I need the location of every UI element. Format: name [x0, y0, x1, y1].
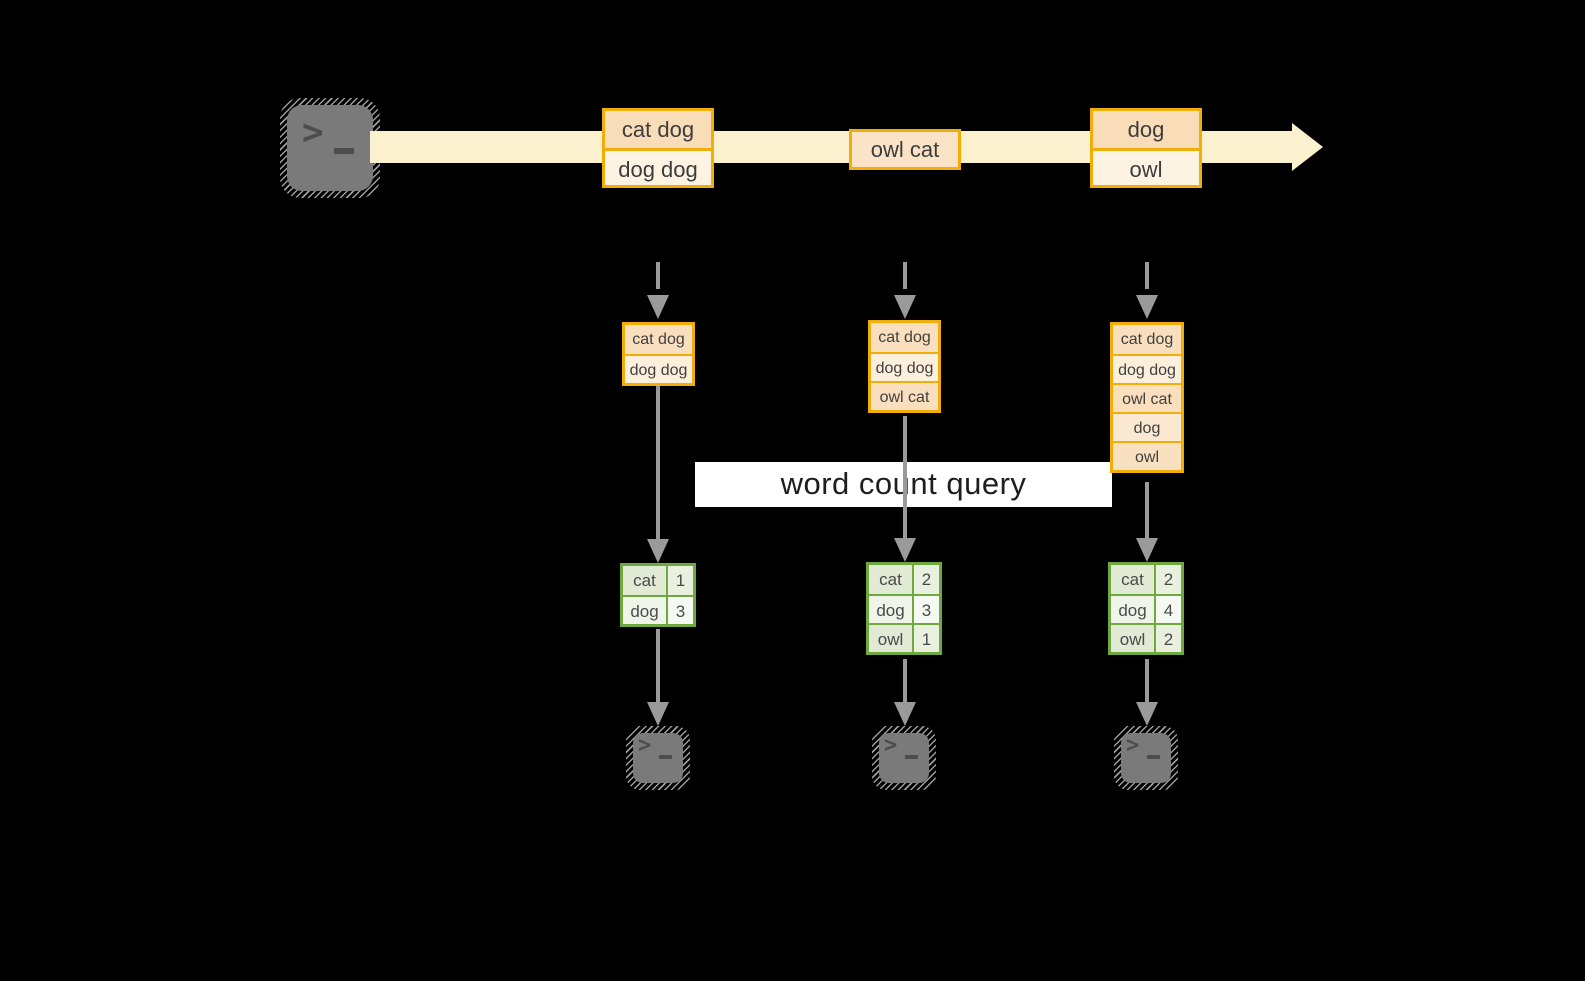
count-cell: 1	[914, 625, 939, 652]
count-cell: 2	[914, 565, 939, 594]
state-box-2: cat dog dog dog owl cat	[868, 320, 941, 413]
state-row: cat dog	[871, 323, 938, 352]
dashed-down-arrow-1	[646, 262, 669, 319]
down-arrow-table-to-consumer-3	[1135, 659, 1158, 726]
arrow-line	[655, 629, 660, 702]
table-row: owl 2	[1111, 623, 1181, 652]
message-row: owl	[1093, 148, 1199, 185]
state-row: dog dog	[1113, 354, 1181, 383]
table-row: cat 2	[869, 565, 939, 594]
word-cell: dog	[1111, 596, 1156, 623]
arrowhead-icon	[893, 702, 916, 726]
down-arrow-table-to-consumer-1	[646, 629, 669, 726]
word-cell: dog	[623, 597, 668, 624]
dashed-down-arrow-3	[1135, 262, 1158, 319]
arrow-line	[655, 386, 660, 539]
state-row: owl	[1113, 441, 1181, 470]
terminal-screen	[1121, 733, 1171, 783]
table-row: dog 3	[623, 595, 693, 624]
down-arrow-state-to-table-1	[646, 386, 669, 563]
state-row: dog dog	[625, 354, 692, 383]
arrowhead-icon	[893, 295, 916, 319]
state-row: dog	[1113, 412, 1181, 441]
arrowhead-icon	[1135, 295, 1158, 319]
down-arrow-table-to-consumer-2	[893, 659, 916, 726]
count-cell: 2	[1156, 565, 1181, 594]
table-row: dog 4	[1111, 594, 1181, 623]
count-cell: 4	[1156, 596, 1181, 623]
stream-message-box-3: dog owl	[1090, 108, 1202, 188]
count-cell: 3	[914, 596, 939, 623]
state-row: owl cat	[1113, 383, 1181, 412]
dash-segment	[655, 262, 660, 289]
arrow-line	[902, 659, 907, 702]
arrowhead-icon	[646, 702, 669, 726]
arrow-line	[902, 416, 907, 538]
table-row: owl 1	[869, 623, 939, 652]
arrowhead-icon	[893, 538, 916, 562]
dashed-down-arrow-2	[893, 262, 916, 319]
dash-segment	[1144, 262, 1149, 289]
word-cell: cat	[1111, 565, 1156, 594]
prompt-underscore-icon	[334, 148, 354, 154]
terminal-screen	[287, 105, 373, 191]
table-row: cat 1	[623, 566, 693, 595]
prompt-underscore-icon	[1147, 755, 1160, 759]
count-cell: 2	[1156, 625, 1181, 652]
arrow-line	[1144, 659, 1149, 702]
prompt-chevron-icon: >	[302, 112, 324, 153]
state-row: owl cat	[871, 381, 938, 410]
prompt-underscore-icon	[905, 755, 918, 759]
stream-arrowhead-icon	[1292, 123, 1323, 171]
state-box-1: cat dog dog dog	[622, 322, 695, 386]
down-arrow-state-to-table-2	[893, 416, 916, 562]
terminal-screen	[879, 733, 929, 783]
word-cell: owl	[869, 625, 914, 652]
word-count-table-1: cat 1 dog 3	[620, 563, 696, 627]
arrowhead-icon	[646, 295, 669, 319]
message-row: dog	[1093, 111, 1199, 148]
consumer-terminal-icon-1: >	[626, 726, 690, 790]
down-arrow-state-to-table-3	[1135, 482, 1158, 562]
state-row: cat dog	[1113, 325, 1181, 354]
arrowhead-icon	[1135, 538, 1158, 562]
word-cell: dog	[869, 596, 914, 623]
state-box-3: cat dog dog dog owl cat dog owl	[1110, 322, 1184, 473]
prompt-chevron-icon: >	[638, 733, 652, 758]
word-count-table-3: cat 2 dog 4 owl 2	[1108, 562, 1184, 655]
count-cell: 1	[668, 566, 693, 595]
table-row: dog 3	[869, 594, 939, 623]
stream-message-box-1: cat dog dog dog	[602, 108, 714, 188]
arrow-line	[1144, 482, 1149, 538]
arrowhead-icon	[646, 539, 669, 563]
word-cell: cat	[869, 565, 914, 594]
count-cell: 3	[668, 597, 693, 624]
state-row: cat dog	[625, 325, 692, 354]
word-cell: cat	[623, 566, 668, 595]
word-count-table-2: cat 2 dog 3 owl 1	[866, 562, 942, 655]
prompt-chevron-icon: >	[884, 733, 898, 758]
stream-message-box-2: owl cat	[849, 129, 961, 170]
terminal-screen	[633, 733, 683, 783]
dash-segment	[902, 262, 907, 289]
prompt-underscore-icon	[659, 755, 672, 759]
consumer-terminal-icon-3: >	[1114, 726, 1178, 790]
table-row: cat 2	[1111, 565, 1181, 594]
source-terminal-icon: >	[280, 98, 380, 198]
prompt-chevron-icon: >	[1126, 733, 1140, 758]
arrowhead-icon	[1135, 702, 1158, 726]
consumer-terminal-icon-2: >	[872, 726, 936, 790]
message-row: dog dog	[605, 148, 711, 185]
word-cell: owl	[1111, 625, 1156, 652]
message-row: cat dog	[605, 111, 711, 148]
state-row: dog dog	[871, 352, 938, 381]
message-row: owl cat	[852, 132, 958, 167]
